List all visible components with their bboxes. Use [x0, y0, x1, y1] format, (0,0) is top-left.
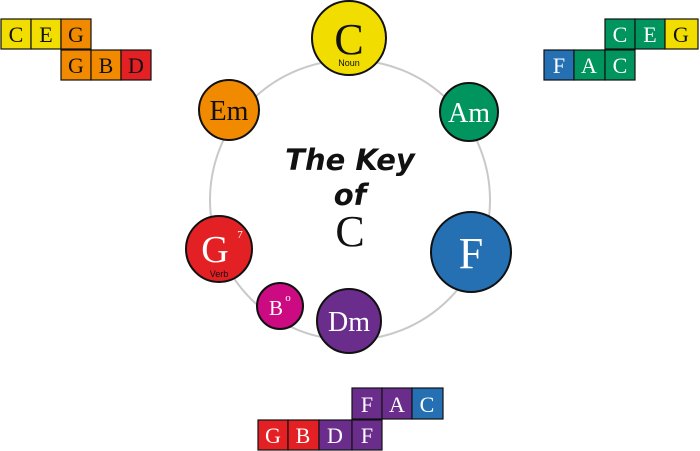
note-cell	[573, 49, 606, 81]
note-label: A	[581, 53, 597, 78]
chord-dm-label: Dm	[328, 307, 370, 338]
note-cell	[30, 18, 62, 50]
note-label: E	[39, 22, 52, 47]
note-cell	[257, 419, 289, 451]
chord-am-circle	[439, 82, 499, 142]
note-cell	[664, 18, 699, 50]
chord-f-label: F	[459, 229, 483, 278]
note-cell	[604, 49, 636, 81]
note-cell	[351, 387, 383, 420]
note-label: C	[613, 53, 628, 78]
chord-em-label: Em	[210, 96, 249, 127]
chord-c: C Noun	[311, 0, 387, 76]
note-label: F	[553, 53, 565, 78]
note-label: G	[265, 423, 281, 448]
note-label: A	[389, 392, 405, 417]
note-block-top-left: C E G G B D	[0, 18, 152, 81]
chord-g-label: G	[201, 229, 228, 271]
chord-b-dim: B o	[256, 282, 304, 330]
note-label: C	[613, 22, 628, 47]
title-line-1: The Key	[285, 143, 416, 177]
chord-am-label: Am	[448, 98, 490, 129]
note-label: B	[296, 423, 311, 448]
chord-g-circle	[185, 215, 253, 283]
note-cell	[411, 387, 444, 420]
note-cell	[318, 419, 353, 451]
chord-dm-circle	[316, 288, 382, 354]
note-cell	[381, 387, 413, 420]
chord-b-label: B	[269, 296, 283, 320]
note-label: C	[420, 392, 435, 417]
chord-b-superscript: o	[285, 292, 291, 304]
chord-em-circle	[198, 79, 260, 141]
note-cell	[634, 18, 666, 50]
note-block-bottom: F A C G B D F	[257, 387, 444, 451]
note-label: F	[361, 392, 373, 417]
note-cell	[543, 49, 575, 81]
title-line-2: of	[334, 178, 370, 212]
note-label: C	[9, 22, 24, 47]
chord-dm: Dm	[316, 288, 382, 354]
chord-g-role: Verb	[210, 269, 229, 279]
note-cell	[60, 18, 92, 50]
chord-c-role: Noun	[338, 58, 360, 68]
chord-g-superscript: 7	[237, 229, 243, 241]
note-cell	[60, 49, 92, 81]
chord-am: Am	[439, 82, 499, 142]
note-label: G	[68, 22, 84, 47]
note-label: D	[128, 53, 144, 78]
note-label: D	[327, 423, 343, 448]
note-label: E	[643, 22, 656, 47]
chord-c-circle	[311, 0, 387, 76]
note-label: B	[99, 53, 114, 78]
title-key: C	[335, 207, 364, 256]
note-cell	[604, 18, 636, 50]
note-cell	[120, 49, 152, 81]
chord-em: Em	[198, 79, 260, 141]
note-block-top-right: C E G F A C	[543, 18, 699, 81]
chord-g7: G 7 Verb	[185, 215, 253, 283]
note-cell	[351, 419, 383, 451]
note-label: F	[361, 423, 373, 448]
chord-f-circle	[430, 211, 512, 293]
chord-b-circle	[256, 282, 304, 330]
note-label: G	[68, 53, 84, 78]
note-label: G	[673, 22, 689, 47]
chord-f: F	[430, 211, 512, 293]
note-cell	[90, 49, 122, 81]
chord-c-label: C	[334, 15, 363, 64]
